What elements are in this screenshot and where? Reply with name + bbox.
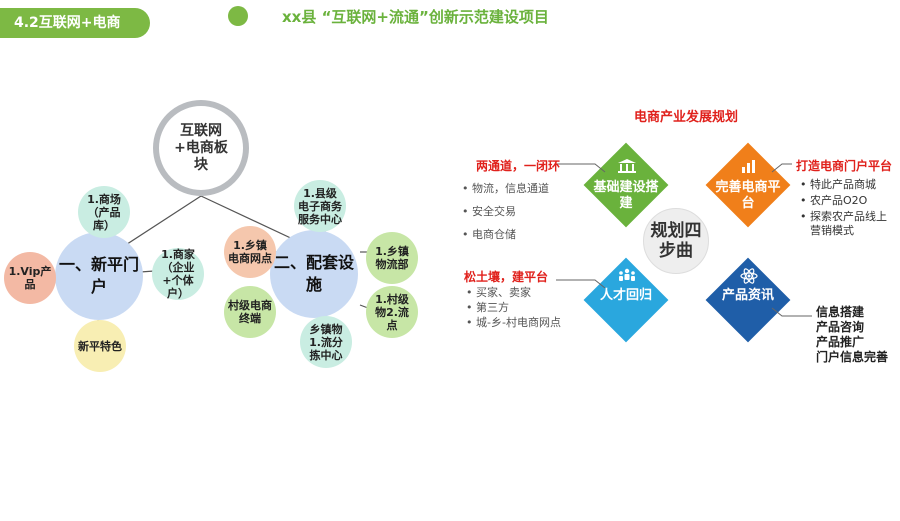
bottom-right-item: 产品推广 [816, 335, 865, 349]
people-icon [619, 268, 635, 281]
top-right-item: • 探索农产品线上 [800, 210, 887, 223]
top-left-heading: 两通道，一闭环 [476, 159, 561, 173]
portal-node-merchant: 1.商家（企业+个体户） [152, 248, 204, 300]
step-label-talent: 人才回归 [599, 288, 652, 303]
step-label-infrastructure: 基础建设搭建 [593, 180, 659, 211]
building-icon [618, 159, 636, 173]
center-disc: 规划四步曲 [643, 208, 709, 274]
portal-node-vip: 1.Vip产品 [4, 252, 56, 304]
bar-chart-icon [742, 160, 755, 173]
bottom-right-item: 信息搭建 [816, 305, 865, 319]
header-dot-decoration [228, 6, 248, 26]
top-left-item: • 物流，信息通道 [462, 182, 549, 195]
top-right-heading: 打造电商门户平台 [796, 159, 893, 173]
step-label-product: 产品资讯 [721, 288, 774, 303]
bottom-left-item: • 买家、卖家 [466, 286, 531, 299]
bottom-right-item: 门户信息完善 [816, 350, 889, 364]
bottom-left-item: • 城-乡-村电商网点 [466, 316, 561, 329]
infra-node-village-logistics: 1.村级物2.流点 [366, 286, 418, 338]
section-tab: 4.2互联网+电商 [0, 8, 150, 38]
portal-main-circle: 一、新平门户 [55, 232, 143, 320]
atom-icon [740, 268, 758, 284]
page-title: xx县 “互联网+流通”创新示范建设项目 [282, 8, 549, 26]
infra-node-town-logistics: 1.乡镇物流部 [366, 232, 418, 284]
infra-node-town-outlet: 1.乡镇电商网点 [224, 226, 276, 278]
hub-circle: 互联网+电商板块 [153, 100, 249, 196]
top-right-item: 营销模式 [810, 224, 854, 237]
portal-node-special: 新平特色 [74, 320, 126, 372]
top-left-item: • 安全交易 [462, 205, 516, 218]
infra-node-village-terminal: 村级电商终端 [224, 286, 276, 338]
step-label-platform: 完善电商平台 [715, 180, 781, 211]
infra-main-circle: 二、配套设施 [270, 230, 358, 318]
infra-node-sorting-center: 乡镇物1.流分拣中心 [300, 316, 352, 368]
top-right-item: • 农产品O2O [800, 194, 868, 207]
bottom-left-heading: 松土壤，建平台 [464, 270, 549, 284]
top-right-item: • 特此产品商城 [800, 178, 876, 191]
portal-node-mall: 1.商场（产品库） [78, 186, 130, 238]
infra-node-county-center: 1.县级电子商务服务中心 [294, 180, 346, 232]
top-left-item: • 电商仓储 [462, 228, 516, 241]
bottom-right-item: 产品咨询 [816, 320, 865, 334]
bottom-left-item: • 第三方 [466, 301, 509, 314]
plan-title: 电商产业发展规划 [633, 110, 738, 125]
